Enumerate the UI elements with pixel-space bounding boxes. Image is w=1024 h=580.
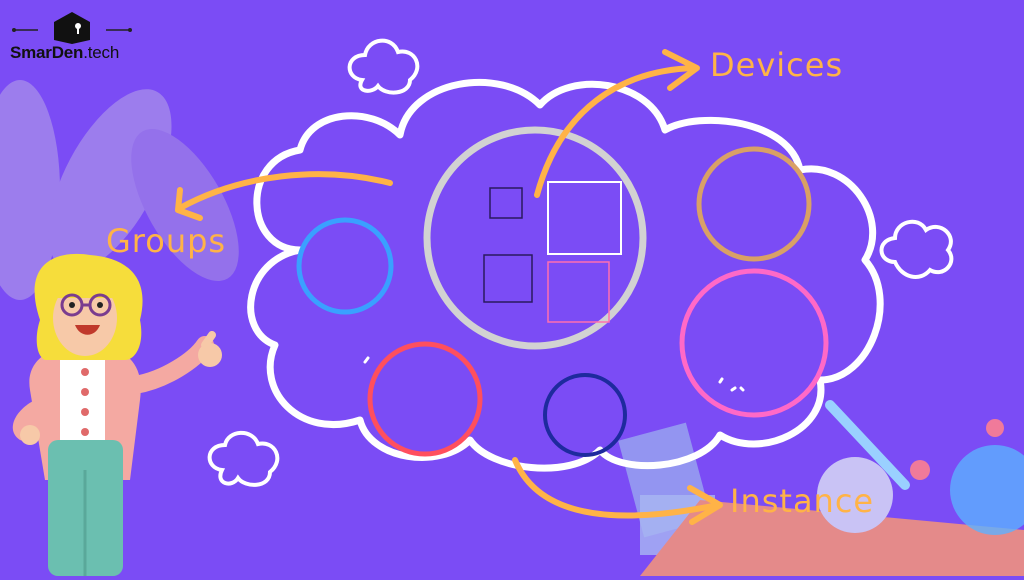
device-square-dark bbox=[483, 254, 533, 303]
group-circle-pink bbox=[679, 268, 829, 418]
small-cloud-bottom bbox=[207, 430, 280, 487]
smarden-logo-icon bbox=[12, 12, 132, 44]
arrow-to-devices bbox=[534, 49, 700, 198]
group-circle-navy bbox=[543, 373, 627, 457]
central-instance-ring bbox=[423, 126, 647, 350]
main-cloud-outline bbox=[247, 78, 884, 472]
sparkle-marks bbox=[363, 356, 745, 392]
arrow-to-groups bbox=[175, 171, 393, 221]
left-decor-shapes bbox=[0, 80, 239, 300]
group-circle-blue bbox=[296, 217, 394, 315]
small-cloud-top bbox=[347, 38, 420, 95]
device-square-large bbox=[547, 181, 622, 255]
logo-wordmark: SmarDen.tech bbox=[10, 43, 119, 63]
arrow-to-instance bbox=[512, 457, 723, 525]
groups-label: Groups bbox=[106, 222, 227, 260]
instance-label: Instance bbox=[730, 482, 875, 520]
group-circle-tan bbox=[696, 146, 812, 262]
presenter-character bbox=[12, 253, 222, 576]
small-cloud-right bbox=[879, 219, 954, 279]
device-square-pink bbox=[547, 261, 610, 323]
device-square-small bbox=[489, 187, 523, 219]
group-circle-red bbox=[367, 341, 483, 457]
logo-name: SmarDen bbox=[10, 43, 84, 62]
logo-suffix: .tech bbox=[83, 43, 120, 62]
devices-label: Devices bbox=[710, 46, 844, 84]
